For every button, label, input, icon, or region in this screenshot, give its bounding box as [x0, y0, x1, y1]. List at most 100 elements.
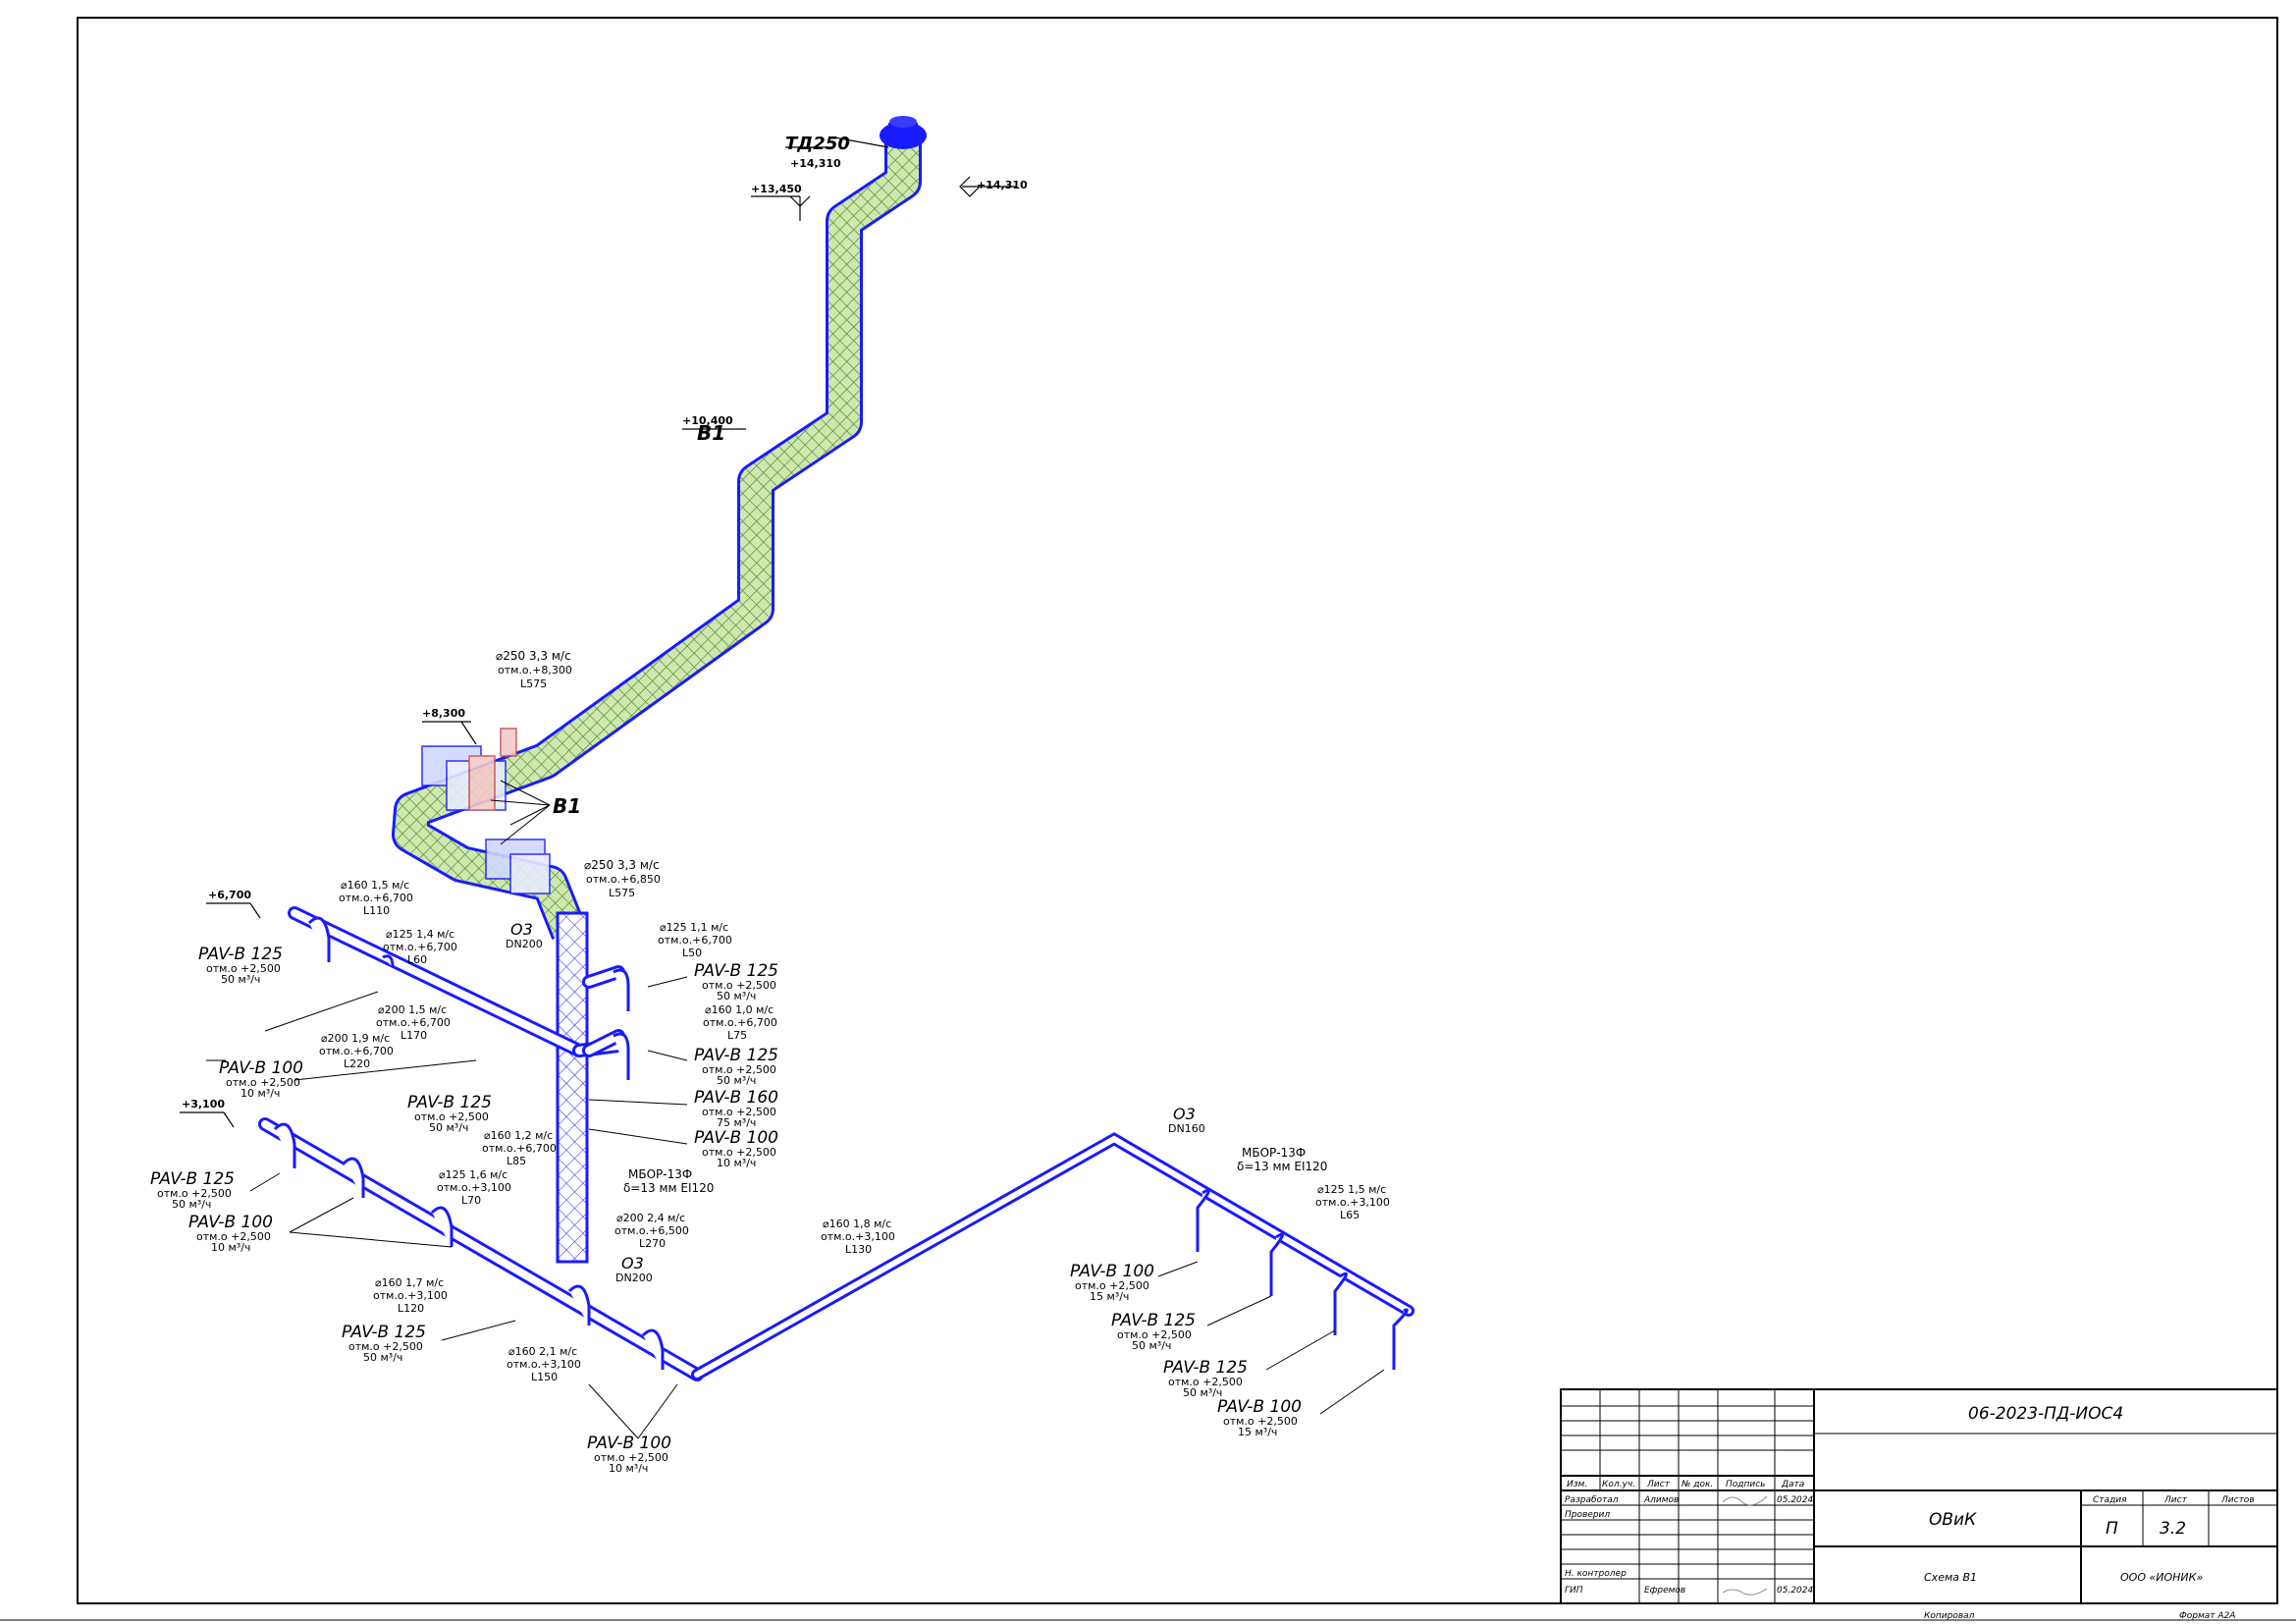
svg-text:отм.о +2,500: отм.о +2,500 — [196, 1230, 271, 1243]
svg-text:10 м³/ч: 10 м³/ч — [717, 1157, 756, 1169]
d160-10-label: ⌀160 1,0 м/с отм.о.+6,700 L75 — [703, 1003, 777, 1042]
d200-19-label: ⌀200 1,9 м/с отм.о.+6,700 L220 — [319, 1032, 394, 1070]
d125-11-label: ⌀125 1,1 м/с отм.о.+6,700 L50 — [658, 921, 732, 959]
d160-15-label: ⌀160 1,5 м/с отм.о.+6,700 L110 — [339, 879, 413, 917]
svg-text:PAV-B 125: PAV-B 125 — [694, 961, 778, 981]
elevation-marks — [180, 136, 1016, 1128]
svg-text:отм.о.+3,100: отм.о.+3,100 — [373, 1289, 448, 1302]
svg-text:15 м³/ч: 15 м³/ч — [1238, 1426, 1277, 1438]
title-block — [1560, 1388, 2278, 1604]
signature-marks — [1722, 1495, 1768, 1596]
svg-text:05.2024: 05.2024 — [1777, 1495, 1813, 1505]
svg-text:PAV-B 125: PAV-B 125 — [342, 1323, 426, 1342]
svg-text:L150: L150 — [531, 1371, 558, 1383]
sys-b1-leaders — [490, 780, 551, 845]
svg-text:⌀160 1,7 м/с: ⌀160 1,7 м/с — [375, 1276, 444, 1289]
elev-14310: +14,310 — [977, 179, 1028, 191]
svg-text:PAV-B 100: PAV-B 100 — [188, 1213, 273, 1232]
mbor-right-label: МБОР-13Ф δ=13 мм EI120 — [1237, 1146, 1327, 1173]
svg-text:10 м³/ч: 10 м³/ч — [609, 1462, 648, 1475]
svg-text:15 м³/ч: 15 м³/ч — [1090, 1290, 1129, 1303]
o3-top-label: О3 DN200 — [506, 920, 543, 950]
svg-text:О3: О3 — [1173, 1105, 1196, 1123]
svg-text:отм.о.+6,700: отм.о.+6,700 — [319, 1045, 394, 1057]
svg-text:PAV-B 125: PAV-B 125 — [198, 945, 283, 964]
svg-text:МБОР-13Ф: МБОР-13Ф — [628, 1167, 692, 1181]
svg-text:отм.о.+3,100: отм.о.+3,100 — [821, 1230, 895, 1243]
svg-text:L270: L270 — [639, 1237, 666, 1250]
svg-text:δ=13 мм EI120: δ=13 мм EI120 — [1237, 1160, 1327, 1173]
elev-6700: +6,700 — [208, 889, 251, 901]
svg-text:отм.о +2,500: отм.о +2,500 — [157, 1187, 232, 1200]
d160-21-label: ⌀160 2,1 м/с отм.о.+3,100 L150 — [507, 1345, 581, 1383]
svg-text:DN200: DN200 — [615, 1272, 653, 1284]
svg-text:отм.о.+6,700: отм.о.+6,700 — [339, 892, 413, 904]
svg-text:PAV-B 100: PAV-B 100 — [694, 1128, 778, 1148]
svg-text:отм.о.+6,850: отм.о.+6,850 — [586, 873, 661, 886]
svg-text:L75: L75 — [727, 1029, 747, 1042]
svg-text:L110: L110 — [363, 904, 390, 917]
svg-text:отм.о.+3,100: отм.о.+3,100 — [507, 1358, 581, 1371]
svg-text:L220: L220 — [344, 1057, 370, 1070]
svg-text:L50: L50 — [682, 947, 702, 959]
td250-label: ТД250 — [785, 134, 850, 154]
svg-text:50 м³/ч: 50 м³/ч — [363, 1351, 402, 1364]
copied-label: Копировал — [1924, 1611, 1975, 1621]
svg-text:отм.о.+6,700: отм.о.+6,700 — [703, 1016, 777, 1029]
svg-text:PAV-B 100: PAV-B 100 — [587, 1434, 671, 1453]
svg-text:Ефремов: Ефремов — [1644, 1586, 1685, 1596]
svg-text:⌀125 1,4 м/с: ⌀125 1,4 м/с — [386, 928, 454, 941]
svg-text:PAV-B 125: PAV-B 125 — [1163, 1358, 1248, 1378]
svg-text:отм.о.+6,700: отм.о.+6,700 — [376, 1016, 451, 1029]
svg-text:отм.о.+6,700: отм.о.+6,700 — [482, 1142, 557, 1155]
svg-text:Листов: Листов — [2220, 1495, 2255, 1505]
svg-text:Н. контролер: Н. контролер — [1565, 1569, 1627, 1579]
svg-text:L130: L130 — [845, 1243, 872, 1256]
svg-text:50 м³/ч: 50 м³/ч — [221, 973, 260, 986]
format-label: Формат А2А — [2179, 1611, 2235, 1621]
svg-text:PAV-B 125: PAV-B 125 — [150, 1169, 235, 1189]
svg-text:⌀200 1,5 м/с: ⌀200 1,5 м/с — [378, 1003, 447, 1016]
insulated-duct-main — [392, 142, 922, 941]
elev-8300: +8,300 — [422, 707, 465, 720]
svg-text:МБОР-13Ф: МБОР-13Ф — [1242, 1146, 1306, 1160]
svg-text:Кол.уч.: Кол.уч. — [1602, 1480, 1635, 1489]
svg-text:⌀160 2,1 м/с: ⌀160 2,1 м/с — [508, 1345, 577, 1358]
diffuser-drops — [273, 916, 1409, 1370]
svg-text:L65: L65 — [1340, 1209, 1360, 1221]
svg-text:отм.о +2,500: отм.о +2,500 — [702, 1146, 776, 1159]
duct-main-label: ⌀250 3,3 м/с отм.о.+8,300 L575 — [496, 649, 572, 690]
o3-right-label: О3 DN160 — [1168, 1105, 1205, 1135]
svg-text:П: П — [2106, 1519, 2118, 1539]
svg-text:№ док.: № док. — [1681, 1480, 1713, 1489]
o3-mid-label: О3 DN200 — [615, 1254, 653, 1284]
svg-text:Разработал: Разработал — [1565, 1495, 1619, 1505]
elev-13450: +13,450 — [751, 183, 802, 195]
d125-14-label: ⌀125 1,4 м/с отм.о.+6,700 L60 — [383, 928, 457, 966]
elev-10400: +10,400 — [682, 414, 733, 427]
svg-text:50 м³/ч: 50 м³/ч — [172, 1198, 211, 1211]
duct-network — [258, 906, 1415, 1381]
riser-duct — [556, 911, 589, 1264]
svg-text:отм.о +2,500: отм.о +2,500 — [1168, 1376, 1243, 1388]
svg-text:⌀160 1,8 м/с: ⌀160 1,8 м/с — [823, 1218, 891, 1230]
svg-text:L575: L575 — [520, 677, 547, 690]
svg-text:⌀200 2,4 м/с: ⌀200 2,4 м/с — [616, 1212, 685, 1224]
svg-text:L575: L575 — [609, 887, 635, 899]
svg-text:отм.о +2,500: отм.о +2,500 — [206, 962, 281, 975]
d160-18-label: ⌀160 1,8 м/с отм.о.+3,100 L130 — [821, 1218, 895, 1256]
svg-text:Дата: Дата — [1781, 1480, 1804, 1489]
fan-unit-icon — [421, 728, 551, 894]
leader-lines — [206, 976, 1385, 1439]
